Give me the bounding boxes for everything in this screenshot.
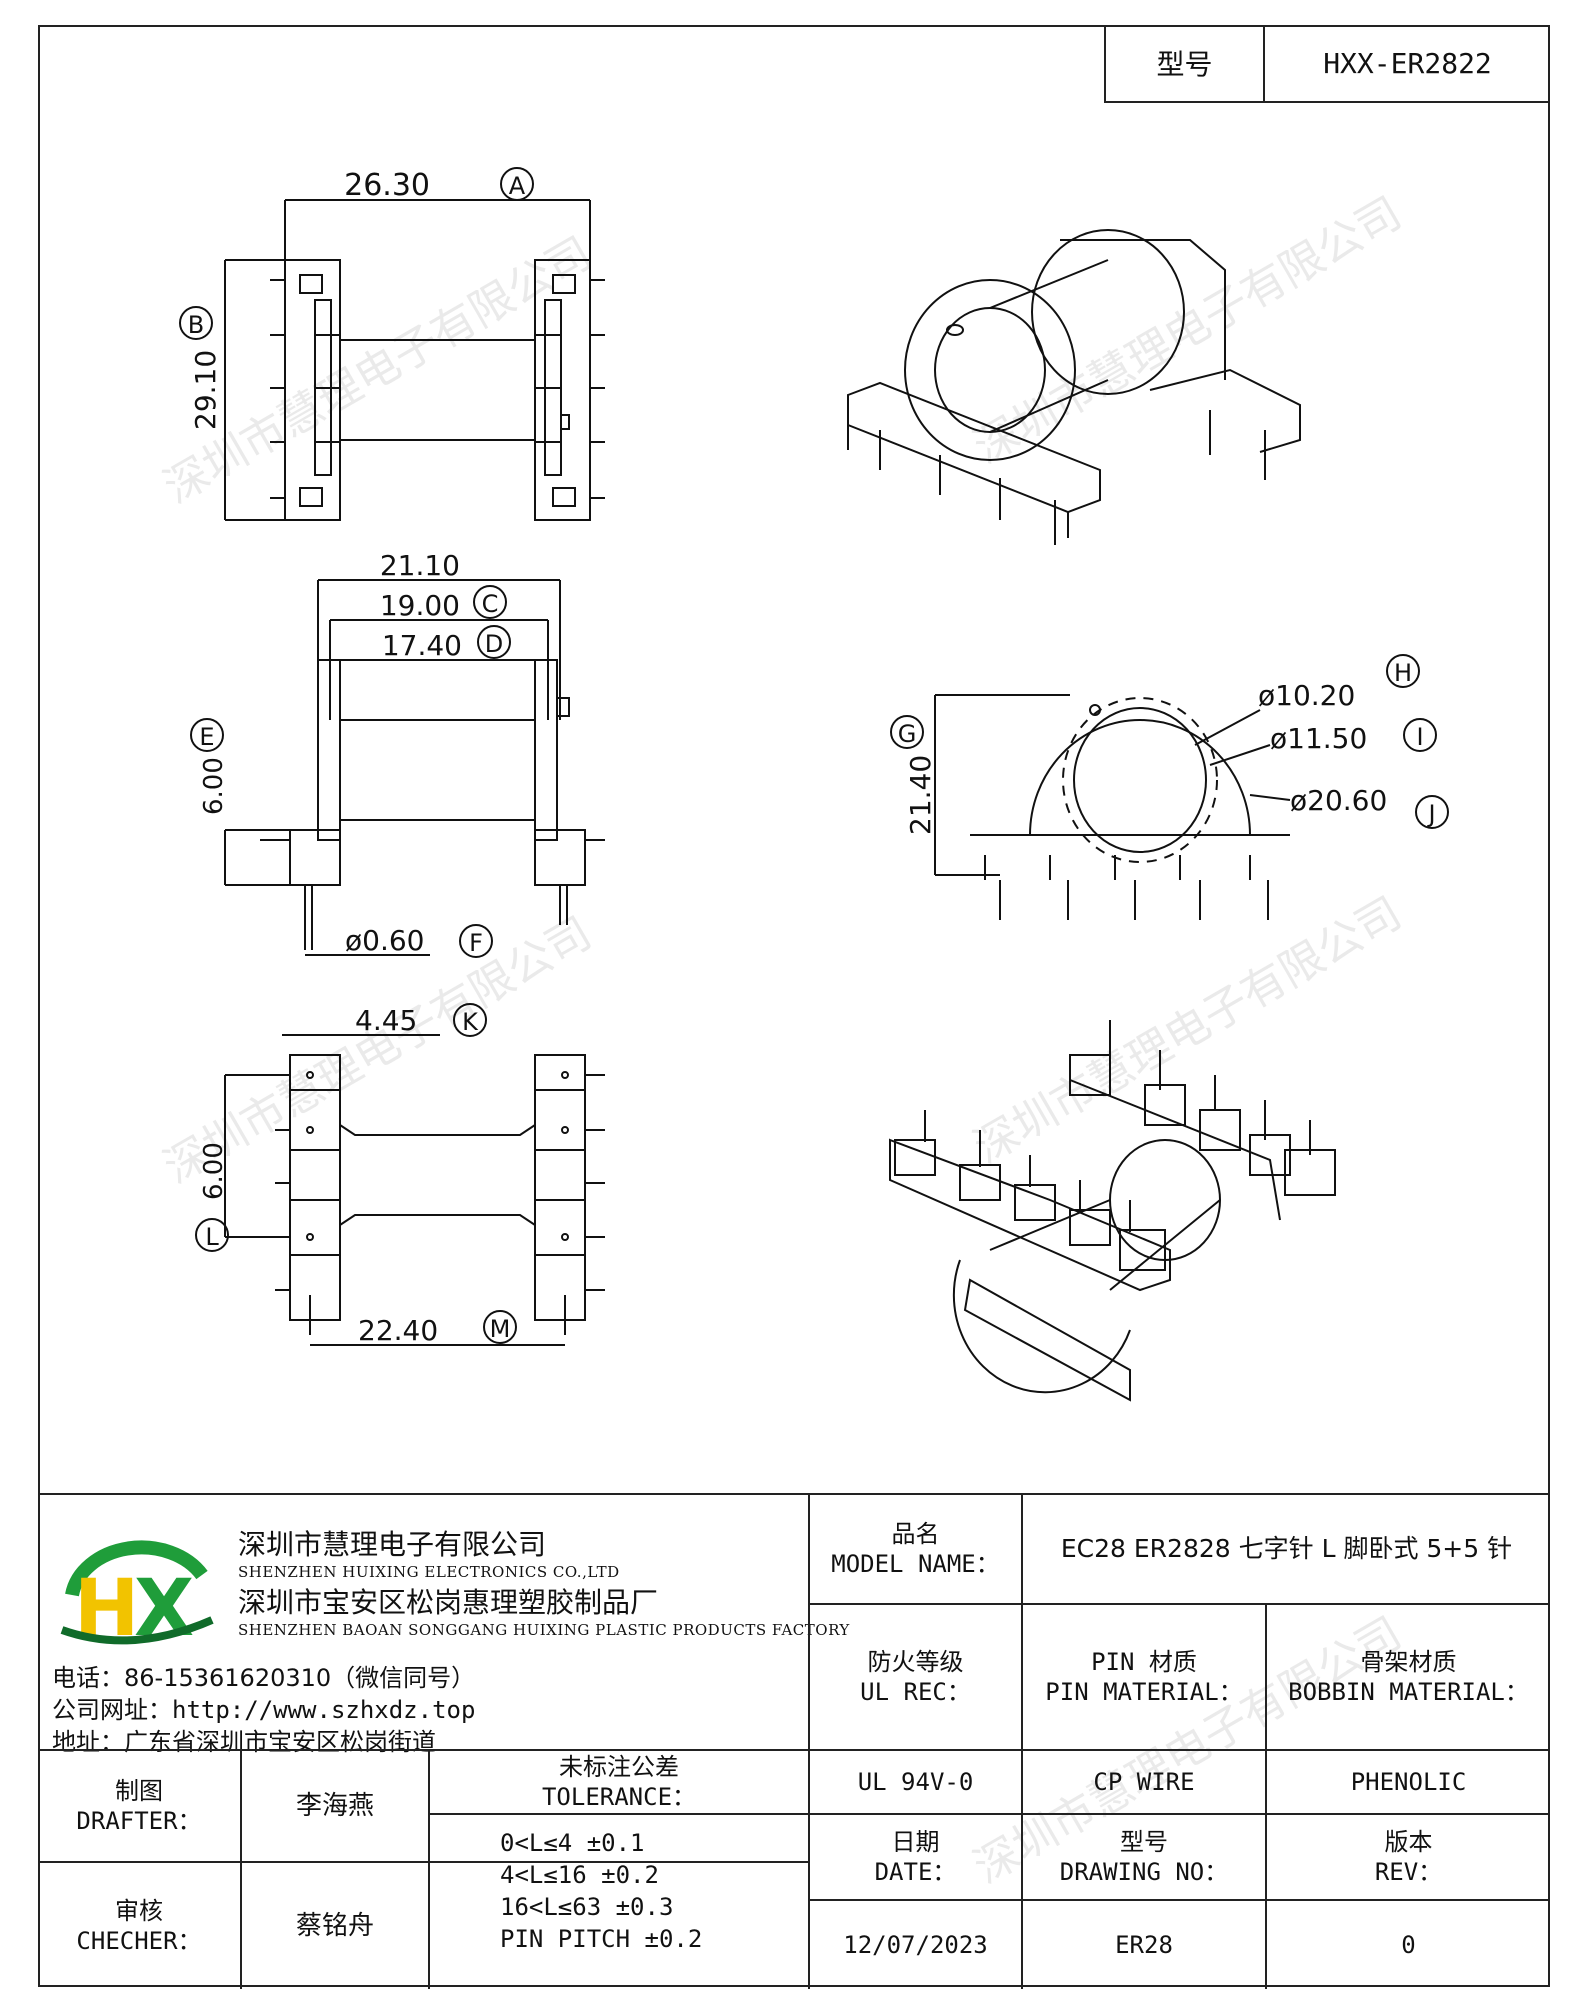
dim-f-letter: F [469, 929, 483, 957]
dim-d-letter: D [485, 630, 503, 658]
ul-rec-value: UL 94V-0 [857, 1768, 974, 1796]
dim-i-letter: I [1416, 723, 1423, 751]
dim-a-letter: A [509, 172, 526, 200]
isometric-view-top [847, 229, 1301, 545]
company-website: 公司网址：http://www.szhxdz.top [52, 1696, 476, 1724]
dim-c-letter: C [482, 590, 499, 618]
technical-drawing: 26.30 A 29.10 B [179, 167, 1449, 1402]
side-view: 21.10 19.00 C 17.40 D 6.00 E ø0.60 F [190, 549, 605, 958]
factory-name-cn: 深圳市宝安区松岗惠理塑胶制品厂 [238, 1586, 659, 1619]
dim-total-width: 21.10 [380, 549, 460, 582]
checker-value: 蔡铭舟 [295, 1910, 374, 1941]
dim-f-value: ø0.60 [345, 924, 424, 957]
dim-g-value: 21.40 [904, 755, 937, 835]
model-name-value: EC28 ER2828 七字针 L 脚卧式 5+5 针 [1060, 1534, 1513, 1564]
isometric-view-bottom [889, 1020, 1336, 1402]
company-name-cn: 深圳市慧理电子有限公司 [238, 1528, 547, 1561]
dim-k-letter: K [462, 1008, 479, 1036]
dim-l-letter: L [205, 1223, 219, 1251]
dim-b-letter: B [188, 311, 204, 339]
tolerance-line: 4<L≤16 ±0.2 [500, 1861, 659, 1889]
rev-value: 0 [1401, 1931, 1416, 1959]
bobbin-material-value: PHENOLIC [1350, 1768, 1467, 1796]
dim-i-value: ø11.50 [1270, 722, 1367, 755]
dim-g-letter: G [898, 720, 917, 748]
company-address: 地址：广东省深圳市宝安区松岗街道 [52, 1728, 436, 1756]
top-view: 26.30 A 29.10 B [179, 167, 605, 521]
dim-c-value: 19.00 [380, 589, 460, 622]
dim-k-value: 4.45 [355, 1004, 417, 1037]
drafter-value: 李海燕 [295, 1790, 374, 1821]
tolerance-line: 0<L≤4 ±0.1 [500, 1829, 645, 1857]
dim-l-value: 6.00 [199, 1142, 229, 1200]
pin-material-value: CP WIRE [1093, 1768, 1195, 1796]
dim-m-letter: M [490, 1315, 511, 1343]
dim-j-letter: J [1426, 800, 1435, 828]
dim-h-value: ø10.20 [1258, 679, 1355, 712]
dim-b-value: 29.10 [189, 350, 222, 430]
model-label: 型号 [1106, 25, 1265, 101]
dim-h-letter: H [1394, 659, 1412, 687]
company-logo: H X [52, 1525, 222, 1655]
company-phone: 电话：86-15361620310（微信同号） [52, 1664, 476, 1692]
date-value: 12/07/2023 [843, 1931, 988, 1959]
drawing-no-value: ER28 [1115, 1931, 1173, 1959]
factory-name-en: SHENZHEN BAOAN SONGGANG HUIXING PLASTIC … [238, 1621, 850, 1639]
dim-d-value: 17.40 [382, 629, 462, 662]
dim-e-value: 6.00 [199, 757, 229, 815]
bottom-view: 4.45 K 6.00 L 22.40 M [195, 1003, 605, 1347]
tolerance-line: 16<L≤63 ±0.3 [500, 1893, 674, 1921]
title-block: H X 深圳市慧理电子有限公司 SHENZHEN HUIXING ELECTRO… [38, 1493, 1550, 1989]
model-box: 型号 HXX-ER2822 [1104, 25, 1550, 103]
model-value: HXX-ER2822 [1323, 46, 1492, 80]
drawing-frame [38, 25, 1550, 1987]
dim-m-value: 22.40 [358, 1314, 438, 1347]
dim-a-value: 26.30 [344, 168, 430, 203]
tolerance-line: PIN PITCH ±0.2 [500, 1925, 703, 1953]
tolerance-list: 0<L≤4 ±0.1 4<L≤16 ±0.2 16<L≤63 ±0.3 PIN … [500, 1827, 702, 1955]
company-name-en: SHENZHEN HUIXING ELECTRONICS CO.,LTD [238, 1563, 620, 1581]
dim-j-value: ø20.60 [1290, 784, 1387, 817]
dim-e-letter: E [199, 723, 214, 751]
front-view: 21.40 G ø10.20 H ø11.50 I ø20.60 J [890, 654, 1449, 920]
